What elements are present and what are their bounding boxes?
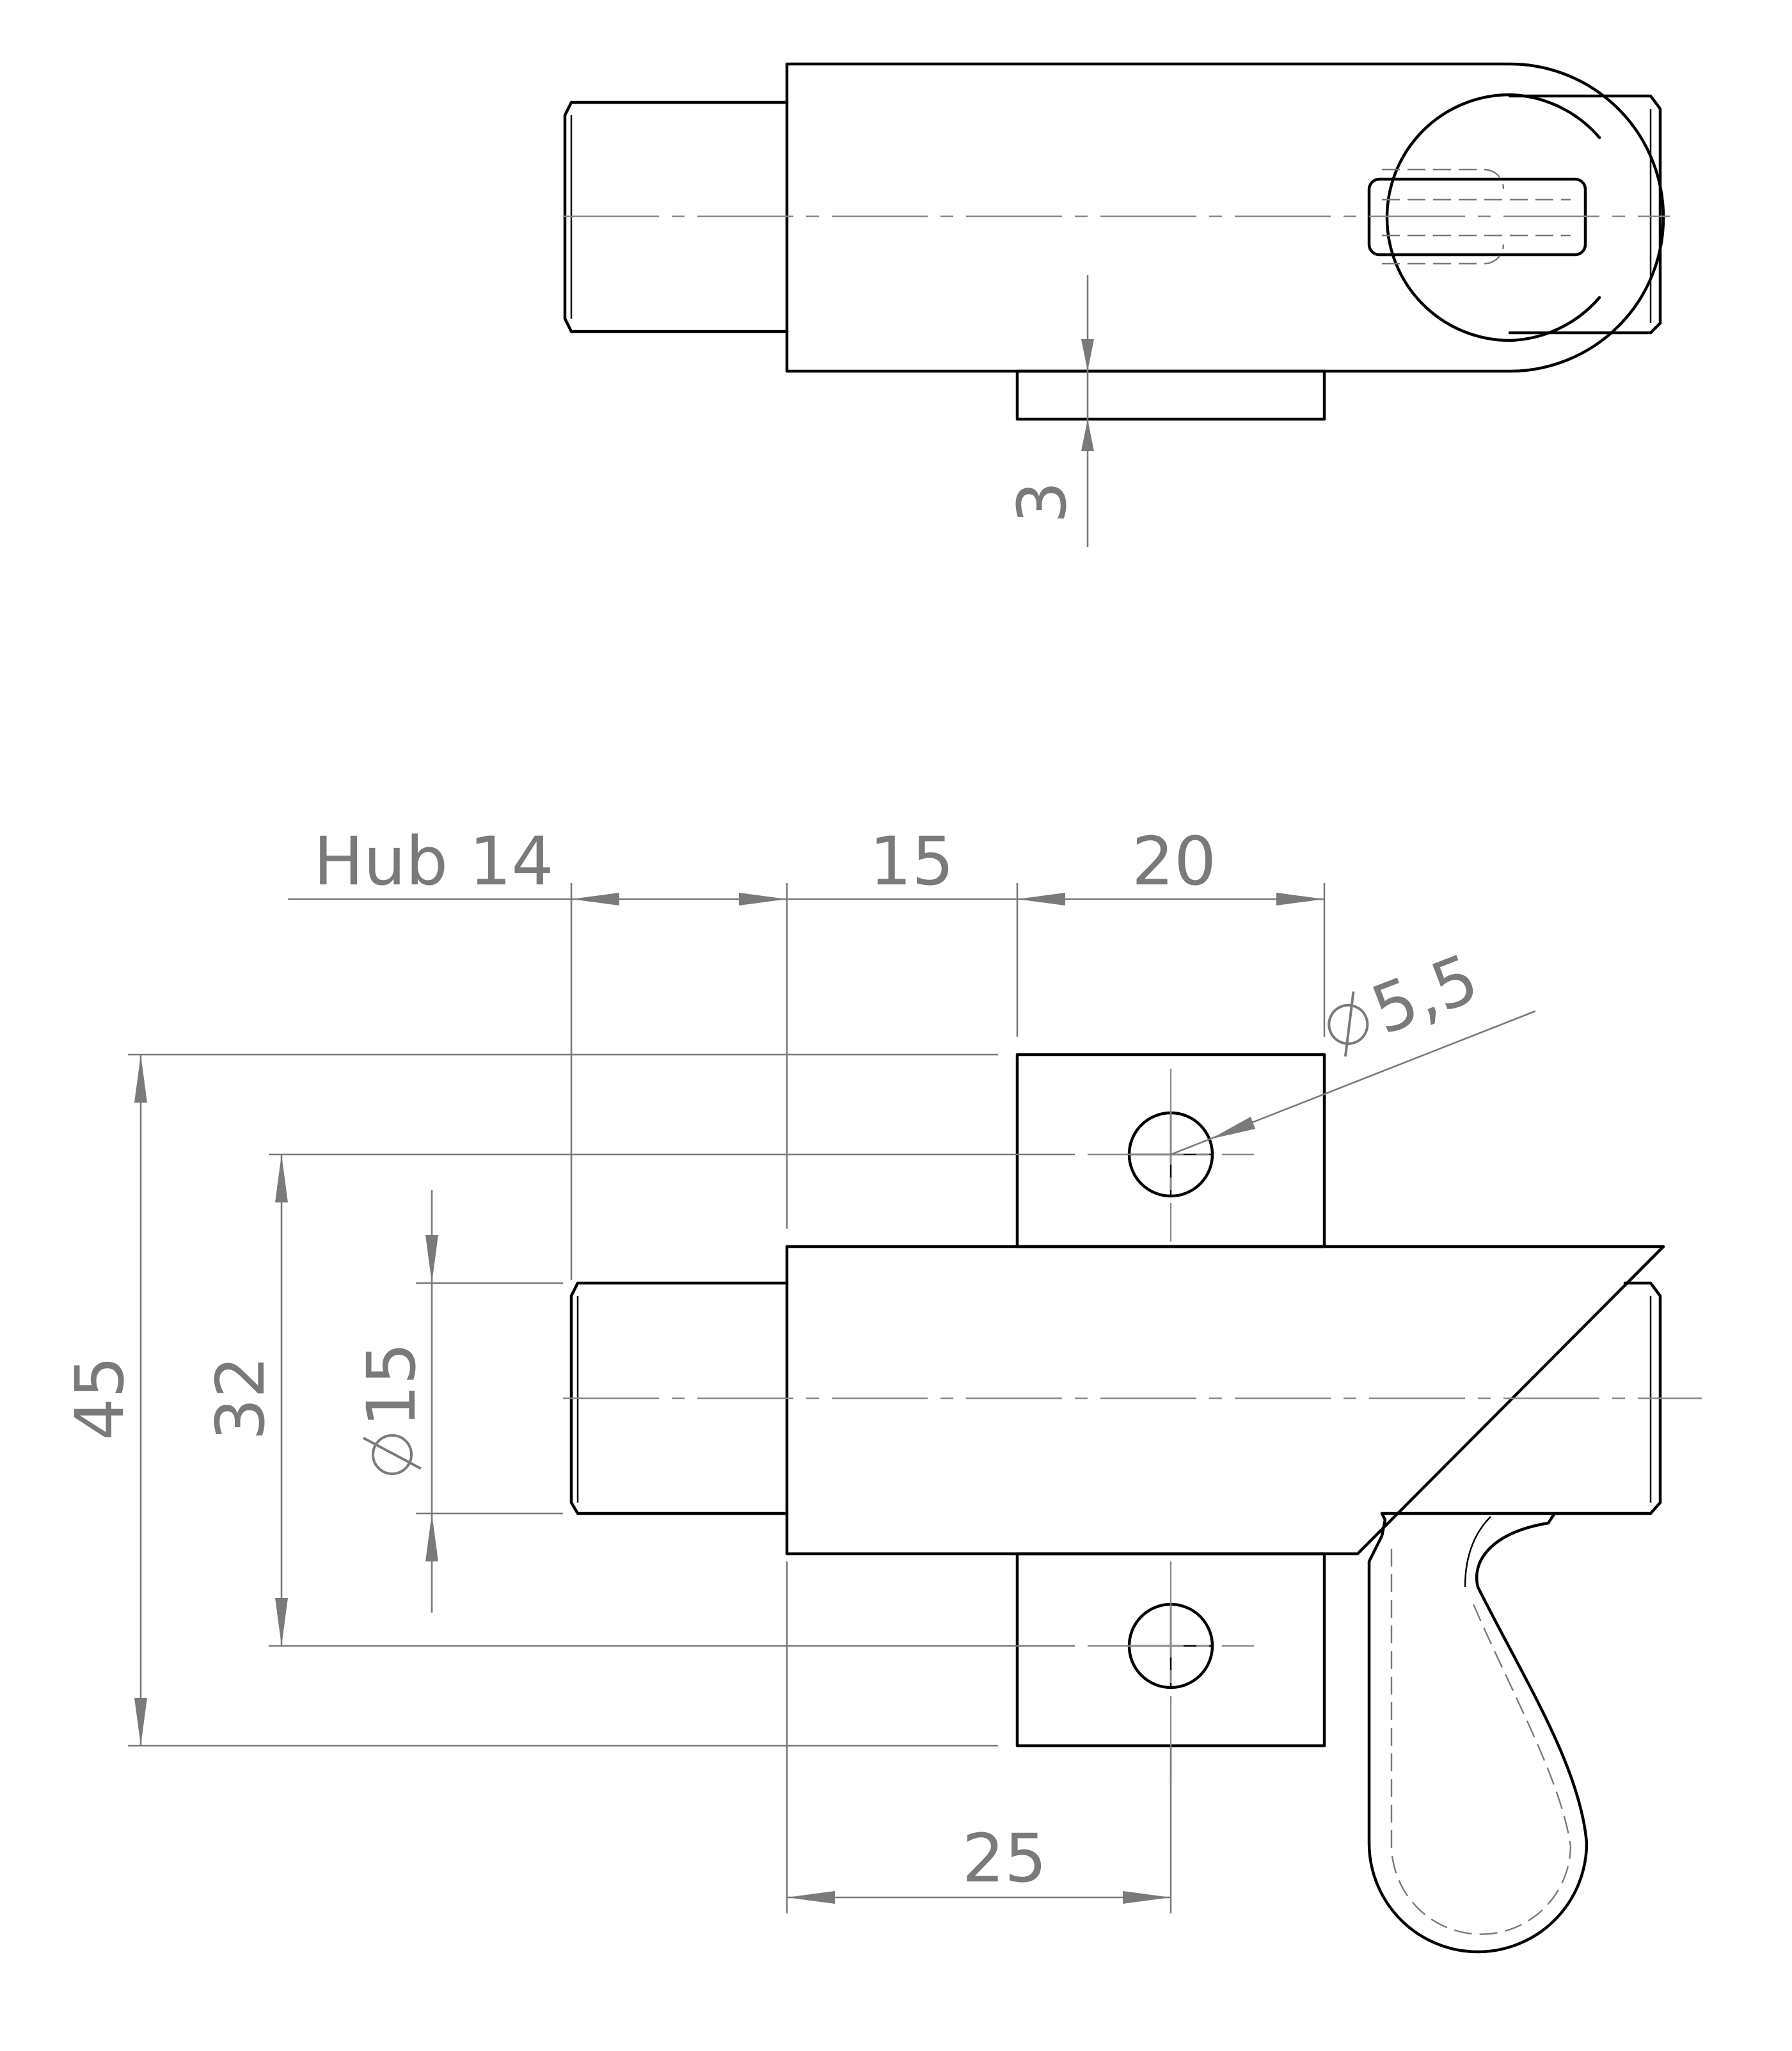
dim-plate-width-label: 20	[1132, 822, 1216, 900]
dim-stroke-label: Hub 14	[313, 822, 554, 900]
dim-hole-offset-label: 25	[962, 1819, 1047, 1897]
top-body	[785, 62, 1665, 373]
dim-body-length-label: 15	[869, 822, 954, 900]
dim-body-length: 15	[787, 822, 1017, 900]
front-bolt-left	[569, 1281, 789, 1515]
top-mounting-plate	[1015, 369, 1326, 421]
front-body	[785, 1245, 1665, 1556]
diameter-symbol-icon	[1328, 1003, 1369, 1045]
front-handle	[1367, 1512, 1589, 1954]
dim-plate-width: 20	[1017, 822, 1324, 906]
dim-plate-thickness-label: 3	[1003, 481, 1081, 523]
front-view	[563, 1053, 1702, 1954]
dim-stroke: Hub 14	[288, 822, 787, 906]
top-view: 3	[563, 62, 1670, 547]
diameter-symbol-icon	[372, 1434, 413, 1475]
dim-bolt-diameter: 15	[353, 1190, 438, 1613]
dim-plate-height: 45	[61, 1055, 147, 1746]
dim-bolt-diameter-label: 15	[353, 1343, 431, 1427]
dim-hole-spacing-label: 32	[202, 1356, 280, 1440]
top-handle-ring	[1385, 93, 1512, 342]
dim-hole-offset: 25	[787, 1819, 1171, 1904]
dim-plate-thickness: 3	[1003, 275, 1094, 547]
dim-plate-height-label: 45	[61, 1356, 139, 1440]
front-bolt-right	[1380, 1281, 1662, 1515]
dim-hole-spacing: 32	[202, 1154, 288, 1646]
dim-hole-diameter: 5,5	[1170, 939, 1536, 1156]
dim-hole-diameter-label: 5,5	[1361, 939, 1488, 1049]
dim-extension-lines	[128, 883, 1326, 1913]
